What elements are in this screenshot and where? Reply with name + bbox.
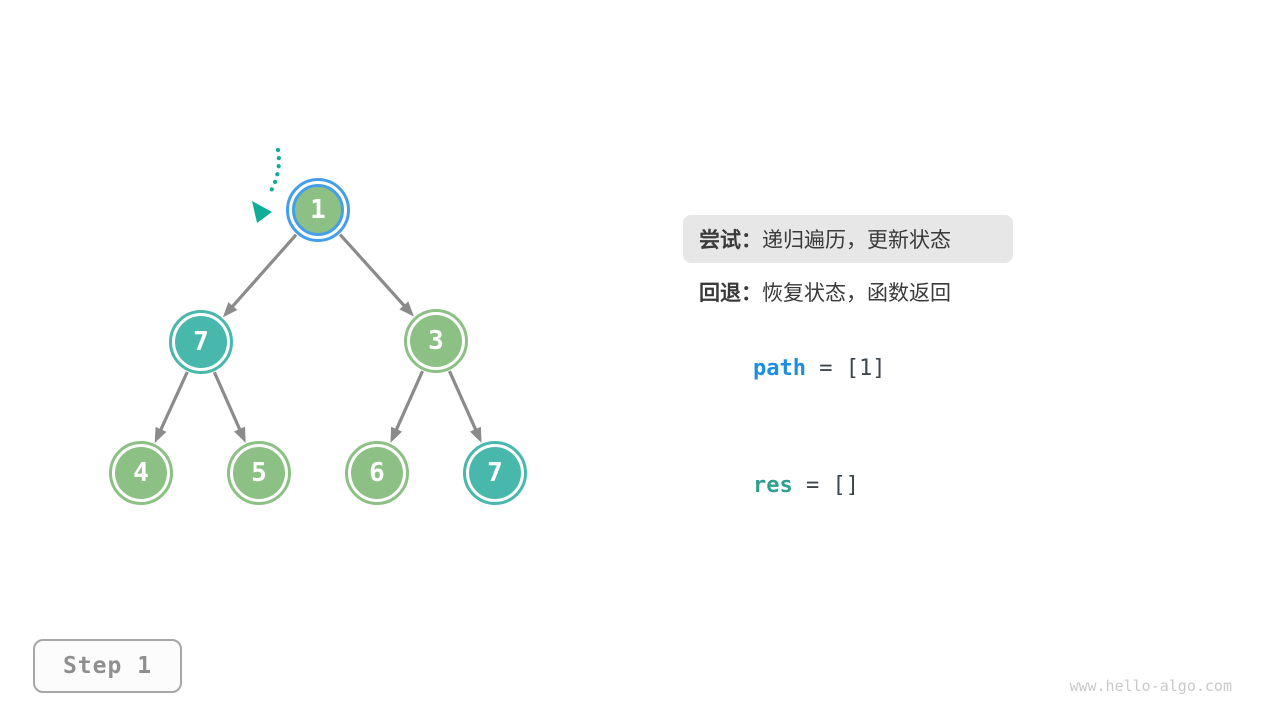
rule-try: 尝试：递归遍历，更新状态 [683,215,1013,263]
res-variable-value: = [] [792,473,859,498]
tree-node-value: 7 [175,316,227,368]
rule-try-text: 递归遍历，更新状态 [762,229,951,252]
tree-node-1: 1 [286,178,350,242]
tree-node-value: 7 [469,447,521,499]
rule-back-text: 恢复状态，函数返回 [762,282,951,305]
pointer-dotted-trail [265,147,281,199]
path-variable-line: path = [1] [700,331,885,406]
tree-node-7: 7 [463,441,527,505]
tree-edges [154,233,482,443]
rule-try-label: 尝试： [699,229,762,252]
step-badge: Step 1 [33,639,182,693]
path-variable-name: path [752,356,806,381]
tree-edge [222,233,298,318]
tree-node-value: 6 [351,447,403,499]
tree-edge [338,233,414,317]
tree-node-5: 5 [227,441,291,505]
path-variable-value: = [1] [805,356,886,381]
tree-node-value: 3 [410,315,462,367]
tree-edge [154,371,189,443]
tree-node-value: 4 [115,447,167,499]
tree-edge [448,370,482,443]
res-variable-name: res [752,473,793,498]
tree-node-3: 3 [404,309,468,373]
tree-node-4: 4 [109,441,173,505]
pointer-arrowhead-icon [252,201,272,223]
rule-back-label: 回退： [699,282,762,305]
tree-node-6: 6 [345,441,409,505]
res-variable-line: res = [] [700,448,859,523]
pointer-arrow [252,147,281,223]
rule-back: 回退：恢复状态，函数返回 [699,277,951,307]
step-badge-label: Step 1 [62,653,153,679]
tree-node-value: 1 [292,184,344,236]
tree-edge [390,370,424,443]
tree-edge [212,371,246,443]
tree-node-7: 7 [169,310,233,374]
watermark: www.hello-algo.com [1069,677,1232,695]
tree-node-value: 5 [233,447,285,499]
